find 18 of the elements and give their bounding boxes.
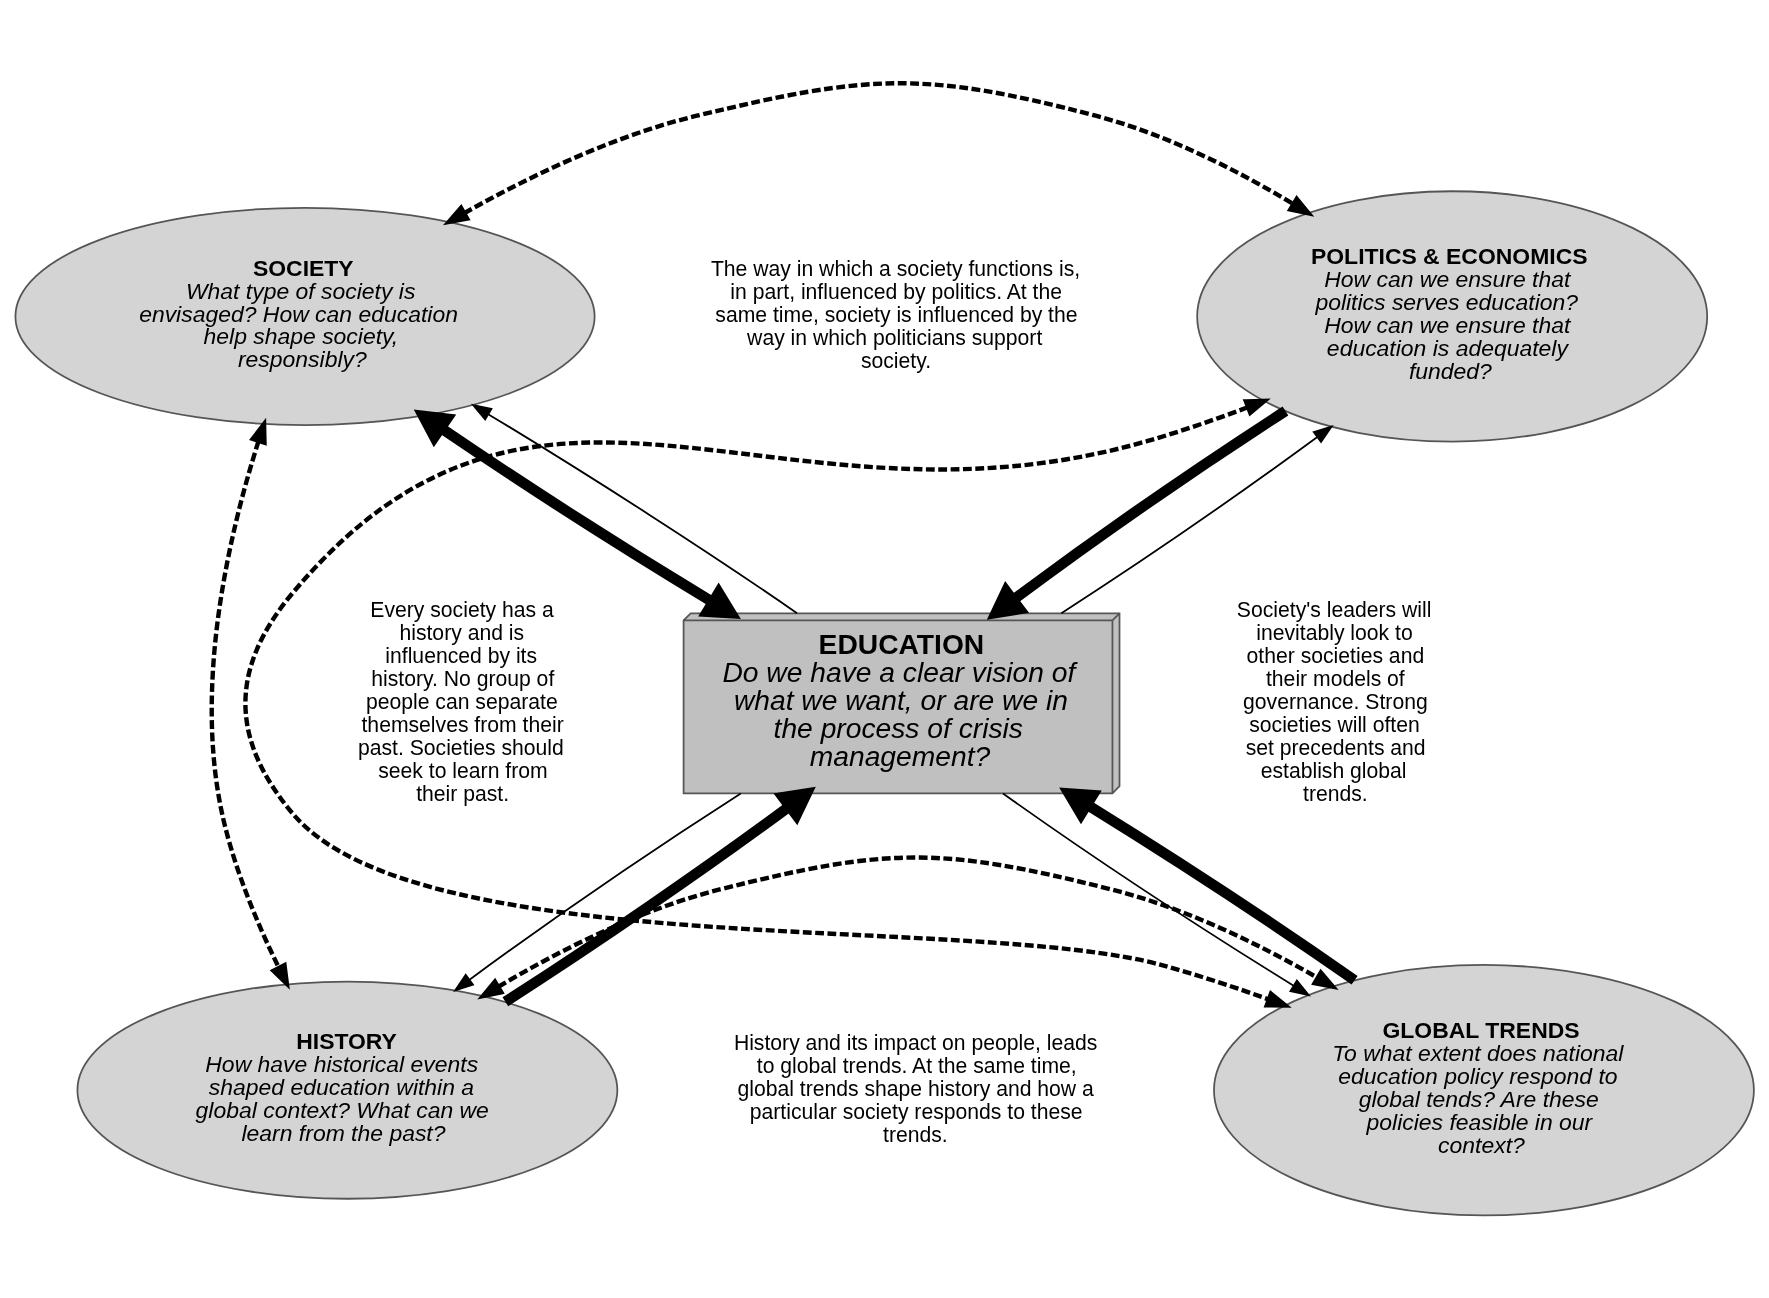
arrow <box>243 398 1292 1008</box>
arrow <box>209 417 290 990</box>
label: Society's leaders will inevitably look to other societies and their models of governance. Strong societies will often set precedents and establish global trends. <box>1236 597 1432 805</box>
arrow <box>477 855 1339 1000</box>
node-ellipse: HISTORY How have historical events shaped education within a global context? What can we learn from the past? <box>76 980 619 1200</box>
node-ellipse: GLOBAL TRENDS To what extent does national education policy respond to global tends? Are these policies feasible in our context? <box>1213 964 1755 1217</box>
arrow <box>470 403 798 615</box>
arrow <box>1059 787 1358 985</box>
label: The way in which a society functions is, in part, influenced by politics. At the same time, society is influenced by the way in which politicians support society. <box>710 256 1081 372</box>
arrow <box>443 81 1315 226</box>
arrow <box>986 406 1289 620</box>
arrow <box>453 792 742 992</box>
label: History and its impact on people, leads to global trends. At the same time, global trends shape history and how a particular society responds to these trends. <box>733 1030 1098 1146</box>
arrow <box>1002 792 1311 997</box>
label: Every society has a history and is influenced by its history. No group of people can separate themselves from their past. Societies should seek to learn from their past. <box>357 597 564 805</box>
arrow <box>1060 424 1334 615</box>
arrow <box>502 786 816 1007</box>
arrow <box>413 409 741 619</box>
